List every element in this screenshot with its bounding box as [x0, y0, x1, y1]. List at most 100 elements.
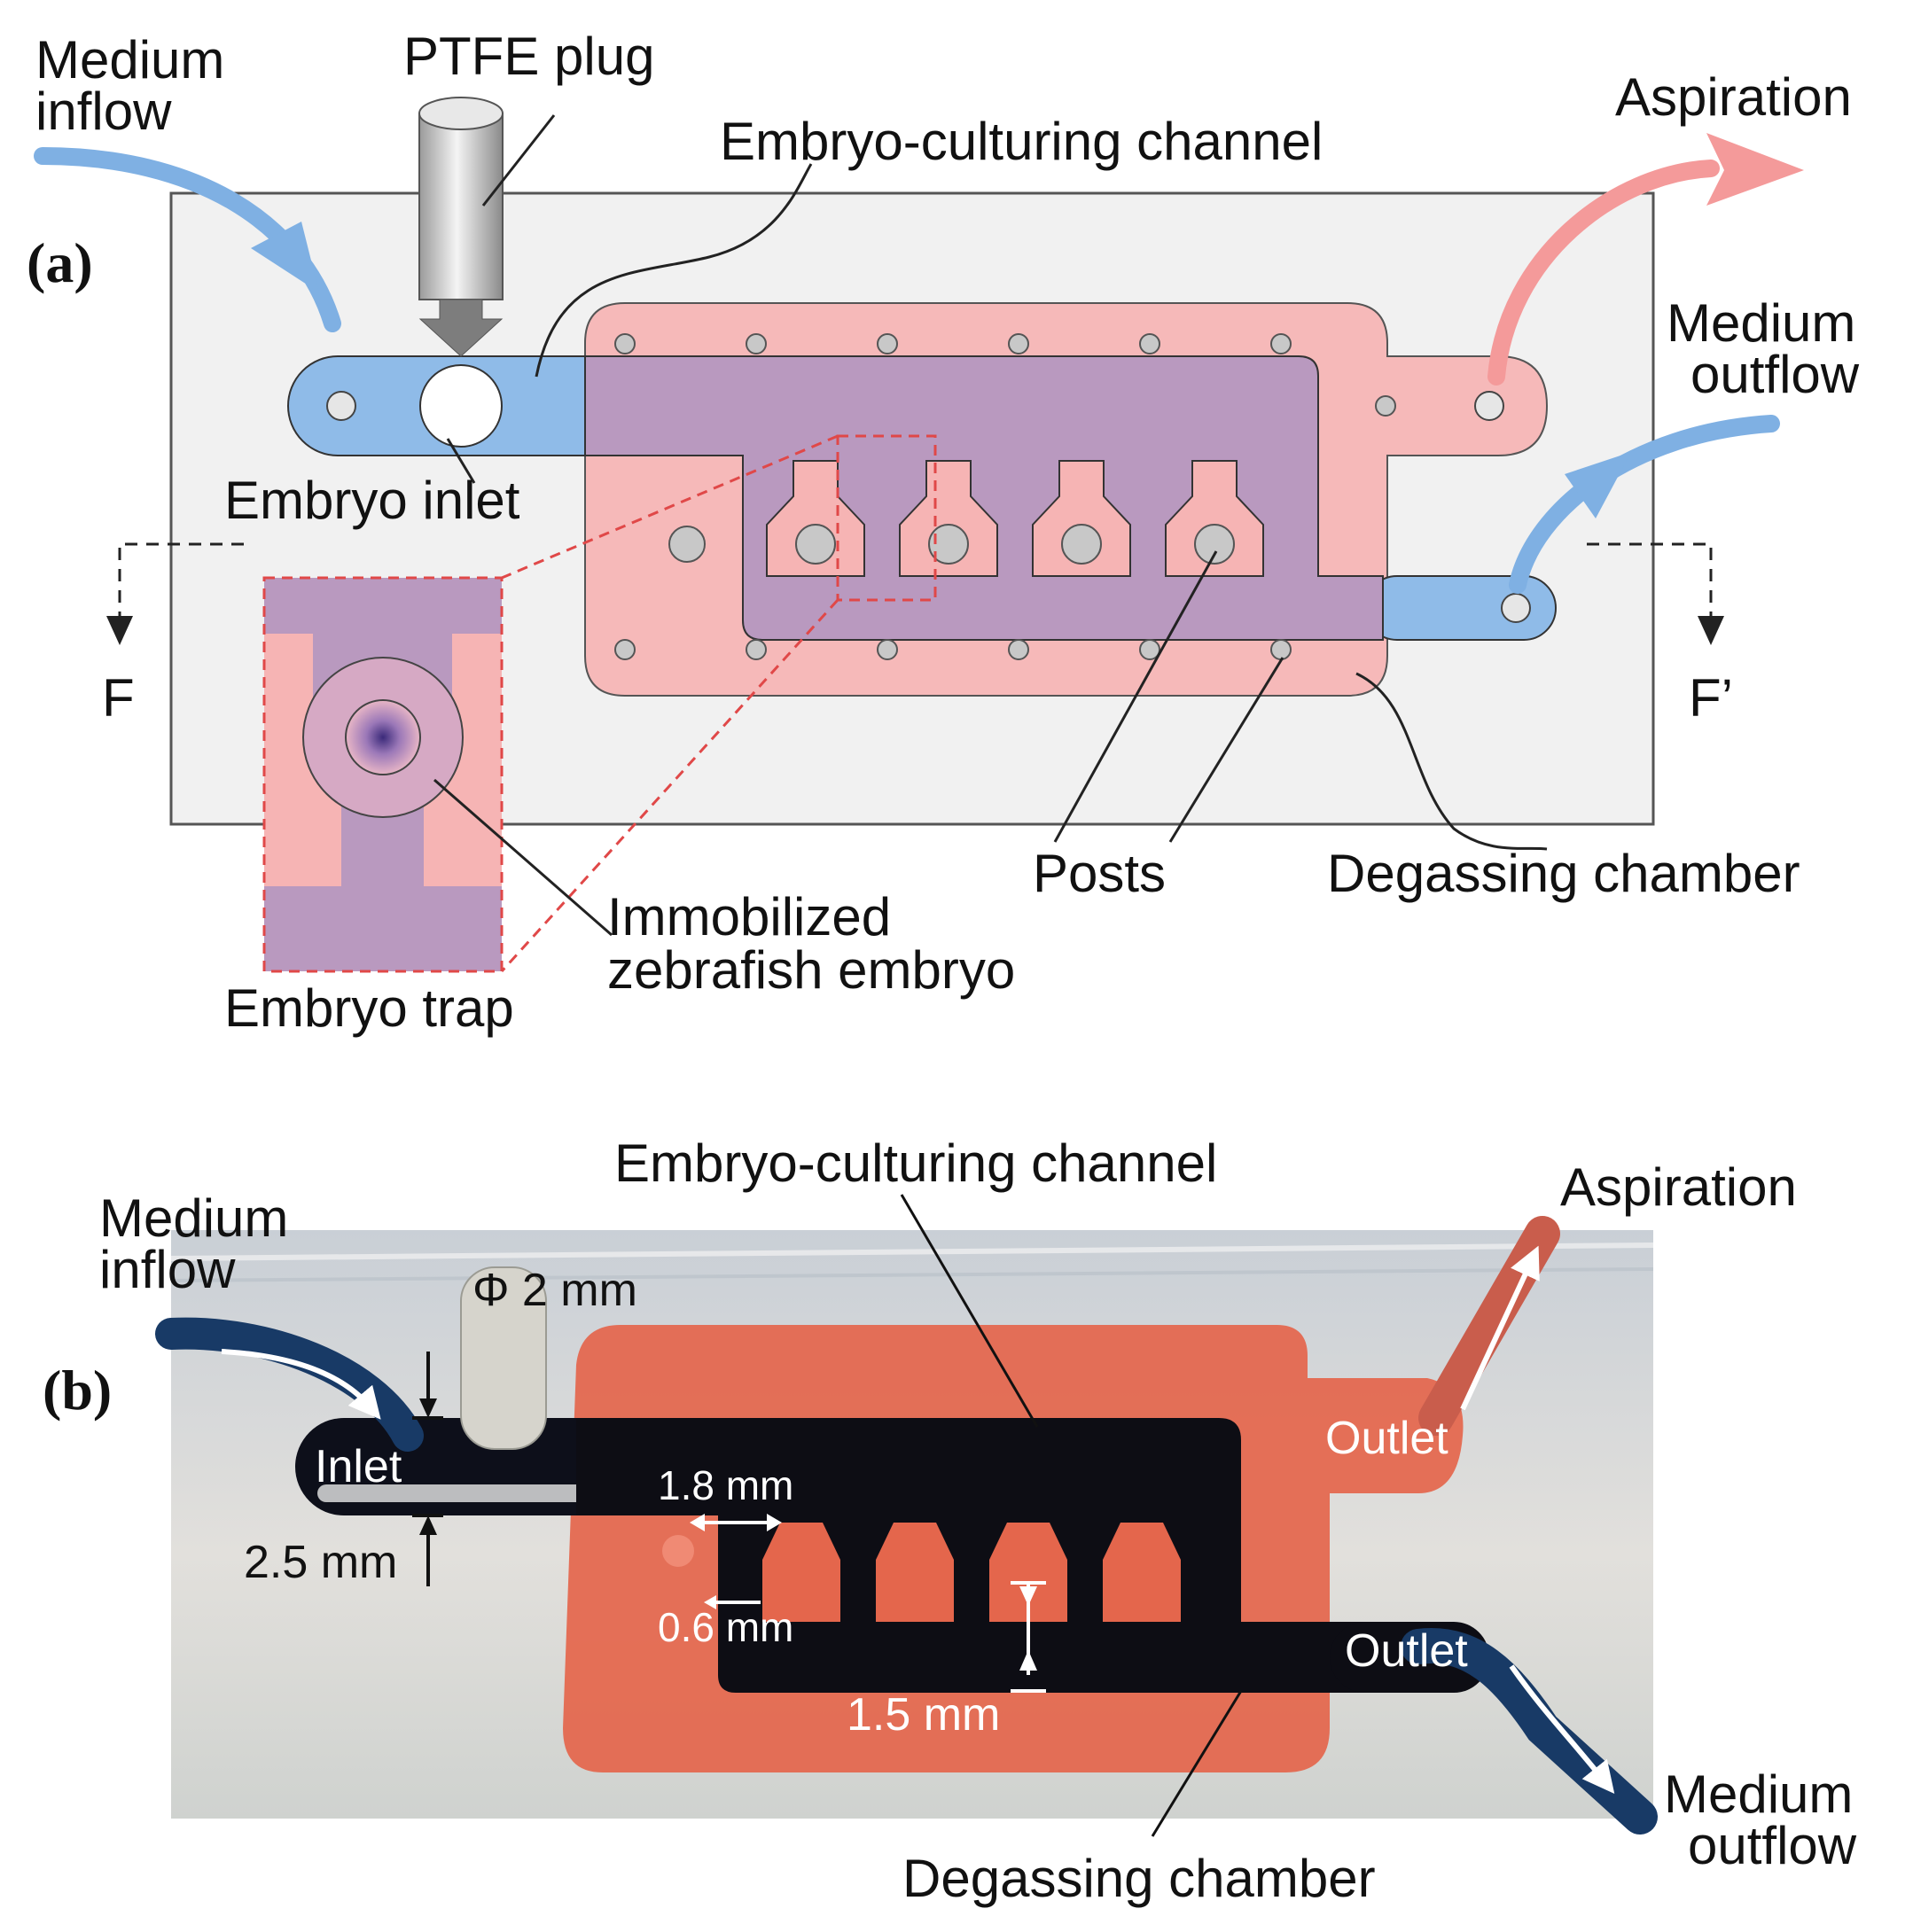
embryo-trap-inset [262, 576, 504, 973]
embryo-culturing-channel-label: Embryo-culturing channel [720, 112, 1323, 171]
ports [326, 391, 1531, 623]
photo-outflow-tube [1401, 1628, 1658, 1835]
aspiration-port [1474, 391, 1504, 421]
inlet-port [326, 391, 356, 421]
aspiration-arrowhead [1706, 133, 1804, 206]
dim-arrowhead [419, 1515, 437, 1535]
photo-trap [876, 1523, 954, 1622]
post [1008, 639, 1029, 660]
section-line-f [118, 542, 1713, 620]
side-circle [668, 526, 706, 563]
dim-arrowhead [704, 1595, 716, 1609]
panel-a-label: (a) [27, 231, 93, 294]
dim-arrowhead [690, 1514, 705, 1531]
leader-channel [535, 163, 813, 378]
trap-pocket-3 [1032, 460, 1131, 577]
trap-pocket-4 [1165, 460, 1264, 577]
post [877, 333, 898, 354]
b-degassing-chamber-label: Degassing chamber [902, 1849, 1376, 1908]
post [746, 333, 767, 354]
b-embryo-culturing-channel-label: Embryo-culturing channel [614, 1133, 1217, 1193]
dim-arrowhead [419, 1398, 437, 1418]
panel-b-label: (b) [43, 1359, 112, 1422]
medium-inflow-label-line1: Medium [35, 30, 224, 90]
b-outlet-bottom-label: Outlet [1345, 1625, 1468, 1677]
photo-inflow-tube [155, 1317, 424, 1452]
zoom-source-box [836, 434, 937, 602]
photo-inflow-arrow [221, 1349, 381, 1420]
trap-circle-2 [928, 524, 969, 565]
degassing-chamber-label: Degassing chamber [1327, 844, 1800, 903]
photo-side-circle [662, 1535, 694, 1567]
aspiration-arrow [1487, 160, 1720, 386]
post [746, 639, 767, 660]
section-arrowhead-left [106, 616, 133, 645]
photo-reflection [170, 1267, 1654, 1282]
posts-label: Posts [1033, 844, 1166, 903]
inflow-arrowhead [251, 222, 319, 292]
photo-reflection [170, 1243, 1654, 1261]
photo-traps [762, 1523, 1181, 1622]
post [614, 639, 636, 660]
b-aspiration-label: Aspiration [1560, 1157, 1797, 1217]
zoom-connector-bottom [500, 598, 839, 973]
photo-culturing-channel [576, 1418, 1365, 1693]
b-outlet-top-label: Outlet [1325, 1413, 1448, 1464]
outflow-arrowhead [1565, 452, 1631, 518]
leader-degassing [1355, 672, 1548, 851]
trap-circle-4 [1194, 524, 1235, 565]
zoom-connector-top [501, 434, 839, 580]
b-dim-0-6mm-label: 0.6 mm [658, 1604, 793, 1650]
ptfe-plug [418, 97, 504, 357]
leader-lines-b [900, 1194, 1243, 1837]
immobilized-embryo-label-line1: Immobilized [607, 887, 891, 947]
section-arrowhead-right [1698, 616, 1724, 645]
photo-trap [989, 1523, 1067, 1622]
b-medium-inflow-line1: Medium [99, 1188, 288, 1248]
leader-lines-a [433, 114, 1548, 937]
leader-post-2 [1168, 657, 1284, 843]
section-f-prime-label: F’ [1689, 668, 1733, 728]
leader-embryo [433, 778, 613, 937]
photo-inlet-glare [317, 1484, 619, 1502]
leader-inlet [446, 438, 476, 484]
dim-arrowhead [1019, 1586, 1037, 1606]
trap-pockets [766, 460, 1264, 577]
trap-circle-3 [1061, 524, 1102, 565]
photo-ptfe-plug [460, 1266, 547, 1450]
post [1270, 333, 1292, 354]
medium-outflow-label-line1: Medium [1667, 293, 1855, 353]
b-dim-2-5mm-label: 2.5 mm [244, 1537, 397, 1588]
embryo-inlet-label: Embryo inlet [224, 471, 520, 530]
medium-inflow-label-line2: inflow [35, 82, 172, 141]
post [1139, 333, 1160, 354]
leader-b-degassing [1151, 1690, 1243, 1837]
aspiration-label: Aspiration [1615, 67, 1852, 127]
section-f-label: F [102, 668, 135, 728]
outflow-port [1501, 593, 1531, 623]
ptfe-plug-label: PTFE plug [403, 27, 654, 86]
photo-aspiration-arrow [1460, 1245, 1540, 1411]
dim-arrowhead [767, 1514, 782, 1531]
b-dim-1-5mm-label: 1.5 mm [847, 1689, 1000, 1741]
post [1008, 333, 1029, 354]
trap-pocket-2 [899, 460, 998, 577]
b-dim-1-8mm-label: 1.8 mm [658, 1462, 793, 1508]
photo-trap [762, 1523, 840, 1622]
photo-trap [1103, 1523, 1181, 1622]
b-medium-inflow-line2: inflow [99, 1240, 236, 1299]
medium-outflow-label-line2: outflow [1690, 345, 1860, 404]
post [1270, 639, 1292, 660]
b-medium-outflow-line1: Medium [1664, 1765, 1853, 1824]
b-plug-diameter-label: Φ 2 mm [472, 1265, 637, 1316]
photo-outflow-arrow [1509, 1664, 1615, 1795]
leader-post-1 [1053, 550, 1218, 843]
b-inlet-label: Inlet [315, 1441, 402, 1492]
trap-embryo-circles [668, 524, 1235, 565]
post [1375, 395, 1396, 417]
leader-b-channel [900, 1194, 1039, 1428]
b-medium-outflow-line2: outflow [1688, 1816, 1857, 1875]
panel-b-photo: (b) Embryo-culturing channel Aspiration … [43, 1133, 1857, 1908]
trap-circle-1 [795, 524, 836, 565]
